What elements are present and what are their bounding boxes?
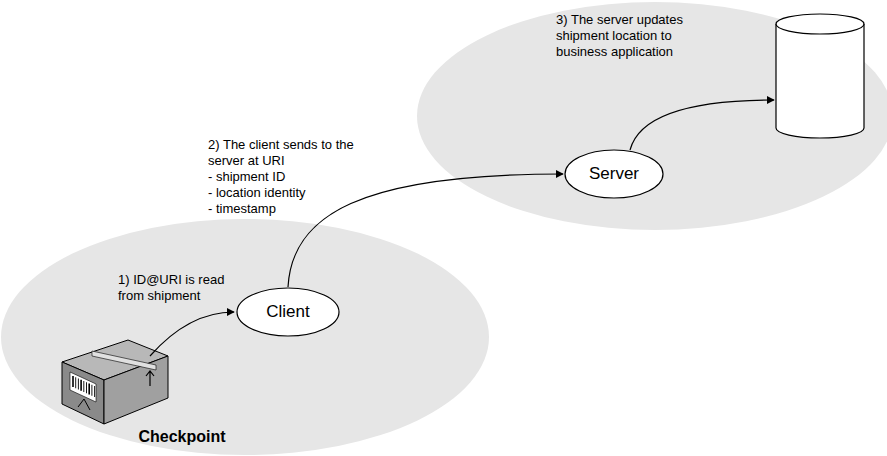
process-ellipse: Server <box>564 149 664 199</box>
step-note: 3) The server updates shipment location … <box>556 12 706 60</box>
process-ellipse: Client <box>236 287 340 337</box>
message-arrow <box>288 174 563 287</box>
ellipse-outline <box>0 218 490 456</box>
step-note: 1) ID@URI is read from shipment <box>118 272 236 304</box>
node-label: Client <box>266 302 309 322</box>
region-title: Checkpoint <box>138 428 225 446</box>
package-icon <box>62 340 168 424</box>
step-note: - timestamp <box>208 201 368 217</box>
server-region <box>417 2 887 230</box>
node-label: Server <box>589 164 639 184</box>
step-note: - shipment ID <box>208 169 368 185</box>
edge-label: 2) The client sends to the server at URI <box>208 137 358 169</box>
scan-arrow <box>150 312 234 356</box>
region-ellipse: Checkpoint Client <box>0 218 490 456</box>
update-arrow <box>630 100 774 150</box>
step-note: - location identity <box>208 185 368 201</box>
database-cylinder <box>776 14 864 138</box>
